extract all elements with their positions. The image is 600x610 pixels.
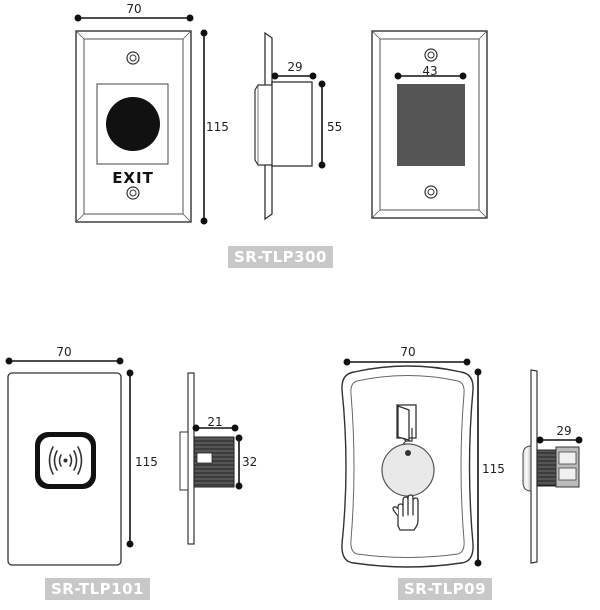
dim-height-label: 115 bbox=[482, 462, 505, 476]
dim-window-label: 43 bbox=[422, 64, 437, 78]
model-label-tlp101: SR-TLP101 bbox=[45, 578, 150, 600]
sensor-lens bbox=[106, 97, 160, 151]
dim-body-label: 32 bbox=[242, 455, 257, 469]
door-exit-icon bbox=[396, 404, 417, 445]
dim-width-label: 70 bbox=[400, 345, 415, 359]
dim-width-label: 70 bbox=[126, 2, 141, 16]
push-button-indicator bbox=[405, 450, 411, 456]
dim-depth-label: 29 bbox=[287, 60, 302, 74]
tlp300-side-view: 29 55 bbox=[254, 31, 342, 221]
side-body bbox=[536, 449, 557, 487]
tlp300-back-view: 43 bbox=[371, 30, 488, 219]
side-dome bbox=[522, 445, 532, 492]
dim-body-label: 55 bbox=[327, 120, 342, 134]
back-screw-bottom bbox=[424, 185, 438, 199]
dim-depth-label: 21 bbox=[207, 415, 222, 429]
tlp300-front-view: 70 EXIT 115 bbox=[74, 2, 229, 225]
tlp101-front-view: 70 115 bbox=[5, 345, 158, 566]
model-label-tlp300: SR-TLP300 bbox=[228, 246, 333, 268]
side-plate bbox=[530, 369, 538, 564]
side-body bbox=[254, 84, 272, 166]
dim-height-label: 115 bbox=[135, 455, 158, 469]
side-flange bbox=[179, 431, 189, 491]
back-screw-top bbox=[424, 48, 438, 62]
side-plate bbox=[187, 372, 195, 545]
plate-inner bbox=[350, 375, 465, 558]
tlp101-side-view: 21 32 bbox=[179, 372, 257, 545]
dim-height-label: 115 bbox=[206, 120, 229, 134]
contactless-icon bbox=[48, 446, 83, 475]
back-mount-window bbox=[397, 84, 465, 166]
screw-bottom bbox=[126, 186, 140, 200]
dim-width-label: 70 bbox=[56, 345, 71, 359]
screw-top bbox=[126, 51, 140, 65]
dim-depth-label: 29 bbox=[556, 424, 571, 438]
hand-icon bbox=[392, 494, 419, 531]
model-label-tlp09: SR-TLP09 bbox=[398, 578, 493, 600]
tlp09-front-view: 70 115 bbox=[341, 345, 505, 568]
side-housing bbox=[271, 81, 313, 167]
tlp09-side-view: 29 bbox=[522, 369, 583, 564]
exit-label: EXIT bbox=[112, 169, 154, 187]
